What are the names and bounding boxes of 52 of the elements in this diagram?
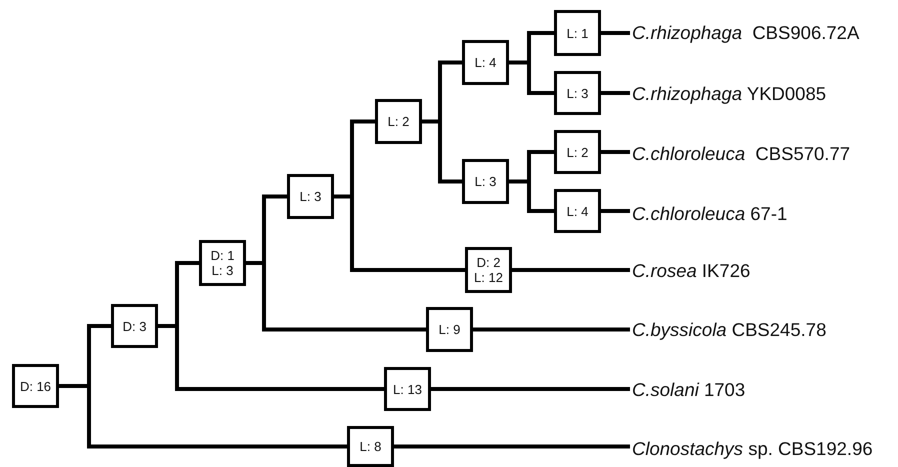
branch-value: L: 1 <box>566 26 588 40</box>
branch-box <box>12 364 59 408</box>
branch-value: L: 2 <box>566 144 588 160</box>
branch-box <box>111 304 158 348</box>
tree-branch <box>158 324 384 391</box>
taxon-label: C.byssicola CBS245.78 <box>632 318 826 342</box>
branch-box <box>465 247 512 293</box>
branch-value: L: 12 <box>474 270 503 285</box>
branch-box <box>462 159 509 204</box>
branch-value: D: 16 <box>20 378 52 394</box>
branch-value: L: 3 <box>300 189 322 204</box>
branch-box <box>347 426 394 467</box>
branch-value: D: 2 <box>476 255 500 270</box>
branch-value: L: 4 <box>566 204 588 218</box>
tree-branch <box>601 91 630 95</box>
branch-box <box>199 240 246 286</box>
branch-value: L: 3 <box>566 86 588 100</box>
branch-value: L: 8 <box>360 439 382 454</box>
branch-box <box>426 307 473 352</box>
branch-value: D: 1 <box>210 248 234 263</box>
tree-branch <box>512 268 630 272</box>
taxon-label: C.chloroleuca 67-1 <box>632 202 788 226</box>
tree-branch <box>431 387 630 391</box>
branch-box <box>554 189 601 233</box>
tree-branch <box>473 328 630 332</box>
tree-branch <box>246 261 426 332</box>
branch-box <box>554 10 601 56</box>
branch-value: L: 2 <box>388 114 410 129</box>
taxon-label: C.rhizophaga CBS906.72A <box>632 21 860 45</box>
tree-branch <box>601 209 630 213</box>
taxon-label: C.chloroleuca CBS570.77 <box>632 142 850 166</box>
tree-branch <box>394 444 630 448</box>
taxon-label: C.rhizophaga YKD0085 <box>632 82 826 106</box>
taxon-label: C.solani 1703 <box>632 378 746 402</box>
taxon-label: C.rosea IK726 <box>632 259 750 283</box>
branch-value: L: 13 <box>393 382 422 396</box>
tree-branch <box>601 150 630 154</box>
branch-value: L: 4 <box>474 55 496 70</box>
branch-box <box>375 99 422 144</box>
tree-branch <box>601 31 630 35</box>
tree-branch <box>509 180 554 213</box>
branch-value: L: 3 <box>474 174 496 189</box>
branch-box <box>384 367 431 411</box>
branch-box <box>554 130 601 174</box>
branch-box <box>287 174 334 219</box>
taxon-label: Clonostachys sp. CBS192.96 <box>632 437 873 461</box>
branch-value: D: 3 <box>122 318 146 334</box>
branch-box <box>462 40 509 85</box>
branch-value: L: 9 <box>438 322 460 337</box>
branch-box <box>554 71 601 115</box>
tree-branch <box>59 384 347 448</box>
branch-value: L: 3 <box>212 263 234 278</box>
